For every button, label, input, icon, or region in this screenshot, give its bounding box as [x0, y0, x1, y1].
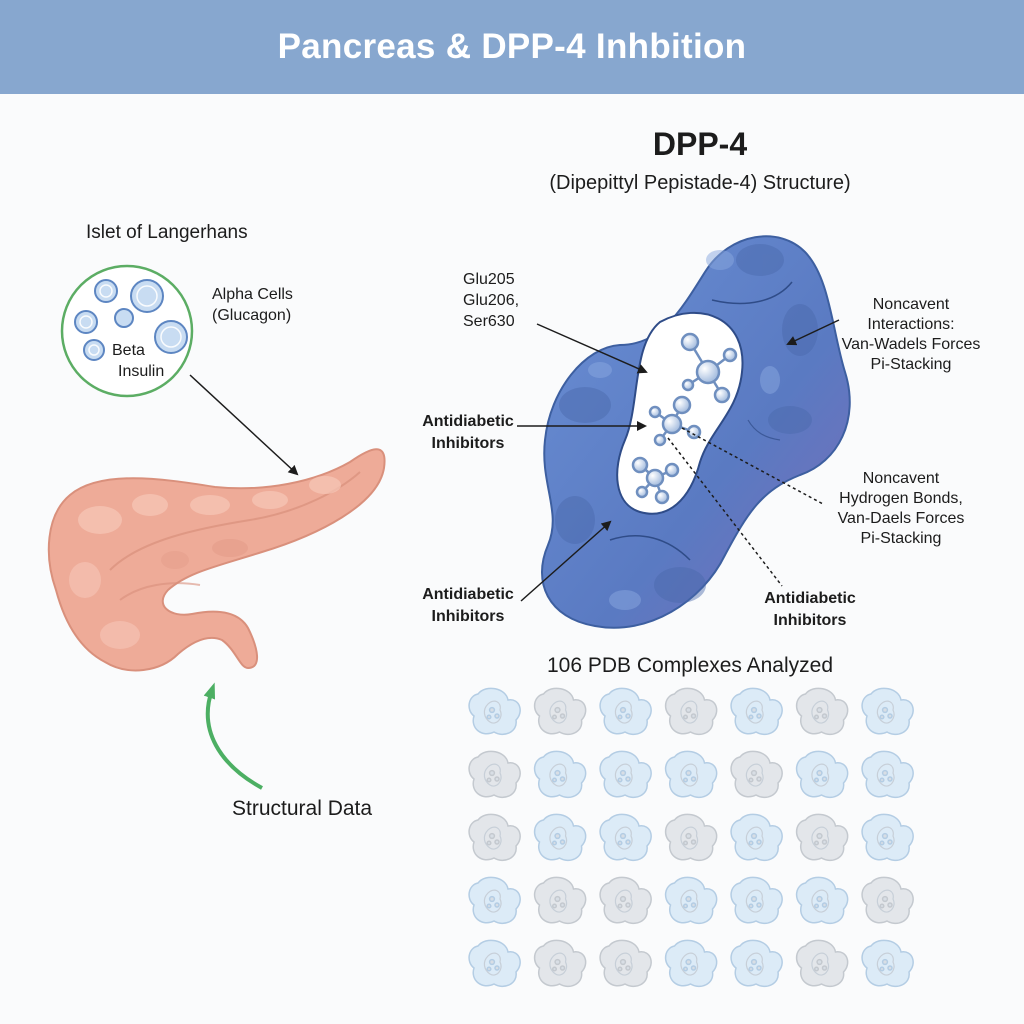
pdb-complex-grid [468, 687, 914, 988]
pdb-complex-thumbnail [861, 750, 914, 799]
pdb-complex-thumbnail [468, 813, 521, 862]
pdb-complex-thumbnail [861, 876, 914, 925]
pdb-complex-thumbnail [664, 939, 718, 988]
pdb-complex-thumbnail [795, 939, 849, 988]
structural-data-arrow [203, 682, 263, 790]
pdb-complex-thumbnail [664, 876, 718, 925]
pdb-complex-thumbnail [533, 750, 587, 799]
page-title: Pancreas & DPP-4 Inhbition [277, 27, 747, 66]
pdb-complex-thumbnail [795, 876, 849, 925]
complexes-title: 106 PDB Complexes Analyzed [547, 654, 833, 677]
structural-data-label: Structural Data [232, 797, 373, 820]
pdb-complex-thumbnail [861, 813, 914, 862]
islet-circle [60, 264, 194, 398]
pdb-complex-thumbnail [533, 939, 587, 988]
pdb-complex-thumbnail [730, 750, 783, 799]
pdb-complex-thumbnail [795, 750, 849, 799]
pdb-complex-thumbnail [795, 687, 849, 736]
pdb-complex-thumbnail [861, 939, 914, 988]
pdb-complex-thumbnail [468, 876, 521, 925]
pdb-complex-thumbnail [533, 687, 587, 736]
pdb-complex-thumbnail [664, 750, 718, 799]
pdb-complex-thumbnail [599, 876, 652, 925]
pdb-complex-thumbnail [730, 813, 783, 862]
pdb-complex-thumbnail [533, 876, 587, 925]
pdb-complex-thumbnail [861, 687, 914, 736]
pdb-complex-thumbnail [664, 687, 718, 736]
pdb-complex-thumbnail [664, 813, 718, 862]
pdb-complex-thumbnail [730, 876, 783, 925]
pdb-complex-thumbnail [599, 687, 652, 736]
pancreas [47, 448, 386, 672]
title-banner: Pancreas & DPP-4 Inhbition [0, 0, 1024, 94]
pdb-complex-thumbnail [599, 939, 652, 988]
pdb-complex-thumbnail [599, 813, 652, 862]
pdb-complex-thumbnail [468, 939, 521, 988]
pdb-complex-thumbnail [730, 939, 783, 988]
dpp4-protein [540, 235, 851, 629]
islet-arrow [189, 374, 299, 476]
pdb-complex-thumbnail [468, 750, 521, 799]
protein-arrows [517, 319, 840, 602]
pdb-complex-thumbnail [468, 687, 521, 736]
pdb-complex-thumbnail [533, 813, 587, 862]
pdb-complex-thumbnail [795, 813, 849, 862]
pdb-complex-thumbnail [599, 750, 652, 799]
pdb-complex-thumbnail [730, 687, 783, 736]
islet-title: Islet of Langerhans [86, 222, 248, 243]
dpp4-subtitle: (Dipepittyl Pepistade-4) Structure) [549, 172, 851, 194]
alpha-cells-label: Alpha Cells(Glucagon) [212, 286, 293, 324]
dpp4-title: DPP-4 [652, 126, 748, 162]
